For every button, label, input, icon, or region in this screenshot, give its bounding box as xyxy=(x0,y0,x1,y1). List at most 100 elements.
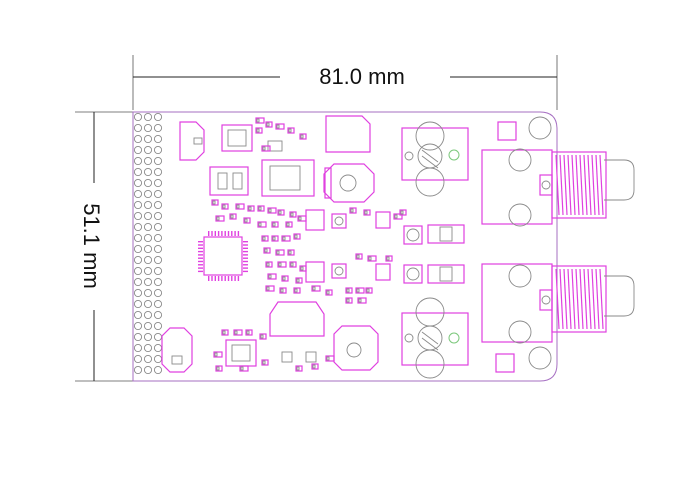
passive-component xyxy=(275,123,285,130)
thread-line xyxy=(579,268,584,330)
mcu-pin xyxy=(211,276,213,281)
header-pins xyxy=(133,112,163,375)
mcu-pin xyxy=(243,254,248,256)
passive-component xyxy=(281,275,289,282)
passive-component xyxy=(293,233,301,240)
header-pin xyxy=(133,178,143,188)
test-pad-1 xyxy=(331,213,347,229)
passive-component xyxy=(289,211,297,218)
pad-circle xyxy=(406,267,420,281)
passive-component xyxy=(297,215,307,222)
passive-component xyxy=(215,365,223,372)
mcu-pin xyxy=(243,267,248,269)
header-pin xyxy=(133,112,143,122)
thread-line xyxy=(599,268,604,330)
header-pin xyxy=(133,244,143,254)
passive-component xyxy=(271,221,279,228)
passive-component xyxy=(367,255,377,262)
ic-u1-outline xyxy=(221,124,253,152)
mcu-pin xyxy=(243,264,248,266)
header-pin xyxy=(153,112,163,122)
header-pin xyxy=(153,178,163,188)
passive-component xyxy=(285,221,293,228)
passive-component xyxy=(275,249,285,256)
thread-line xyxy=(583,154,588,216)
header-pin xyxy=(143,321,153,331)
regulator-u2-body xyxy=(269,165,301,191)
header-pin xyxy=(153,167,163,177)
sma-bottom-barrel xyxy=(551,265,607,333)
sma-top-ground-pad xyxy=(497,121,517,141)
pad xyxy=(217,172,228,190)
passive-component xyxy=(311,363,319,370)
passive-component xyxy=(293,287,301,294)
mcu-pin xyxy=(243,241,248,243)
passive-component xyxy=(295,365,303,372)
passive-component xyxy=(211,199,219,206)
header-pin xyxy=(133,123,143,133)
trimmer-slot xyxy=(421,149,439,163)
passive-component xyxy=(265,121,273,128)
trimmer-top-knob-1 xyxy=(415,121,445,151)
passive-component xyxy=(365,287,373,294)
header-pin xyxy=(143,112,153,122)
thread-line xyxy=(587,154,592,216)
mcu-pin xyxy=(231,231,233,236)
mcu-pin xyxy=(227,276,230,281)
passive-component xyxy=(277,261,287,268)
passive-component xyxy=(277,209,285,216)
passive-components xyxy=(211,117,407,372)
passive-component xyxy=(271,235,279,242)
header-pin xyxy=(133,211,143,221)
pad-circle xyxy=(406,228,420,242)
thread-line xyxy=(563,268,568,330)
header-pin xyxy=(143,277,153,287)
mcu-pin xyxy=(214,231,216,236)
ic-u6-outline xyxy=(375,263,391,281)
mcu-pin xyxy=(237,276,240,281)
header-pin xyxy=(153,134,163,144)
passive-component xyxy=(385,255,393,262)
mcu-pin xyxy=(198,254,203,256)
passive-component xyxy=(357,297,367,304)
header-pin xyxy=(133,145,143,155)
header-pin xyxy=(153,310,163,320)
sma-top-footprint xyxy=(481,149,553,225)
header-pin xyxy=(133,266,143,276)
trimmer-slot xyxy=(421,331,439,345)
sma-bottom-hole-1 xyxy=(508,264,532,288)
test-pad-2 xyxy=(331,263,347,279)
sma-bottom-center xyxy=(541,295,551,305)
capacitor-c3-outline xyxy=(269,301,325,337)
trimmer-bottom xyxy=(401,297,469,379)
height-label: 51.1 mm xyxy=(79,203,104,289)
header-pin xyxy=(133,277,143,287)
header-pin xyxy=(153,321,163,331)
header-pin xyxy=(133,134,143,144)
header-pin xyxy=(133,310,143,320)
header-pin xyxy=(143,211,153,221)
passive-component xyxy=(289,261,297,268)
trimmer-bottom-knob-3 xyxy=(415,349,445,379)
trimmer-bottom-knob-1 xyxy=(415,297,445,327)
width-label: 81.0 mm xyxy=(319,64,405,89)
header-pin xyxy=(153,266,163,276)
header-pin xyxy=(153,299,163,309)
mcu-pin xyxy=(208,231,210,236)
sma-bottom-hole-2 xyxy=(508,320,532,344)
mcu-pin xyxy=(198,264,203,266)
mcu-pin xyxy=(231,276,233,281)
board-outline xyxy=(132,111,558,382)
mount-hole-top-right xyxy=(528,116,552,140)
header-pin xyxy=(153,156,163,166)
ic-u5-outline xyxy=(375,211,391,229)
mcu-pin xyxy=(221,231,223,236)
mcu-pin xyxy=(198,244,203,246)
header-pin xyxy=(133,354,143,364)
trimmer-top xyxy=(401,121,469,197)
passive-component xyxy=(255,127,263,134)
thread-line xyxy=(583,268,588,330)
capacitor-c2-outline xyxy=(325,115,371,153)
pad xyxy=(193,137,203,145)
